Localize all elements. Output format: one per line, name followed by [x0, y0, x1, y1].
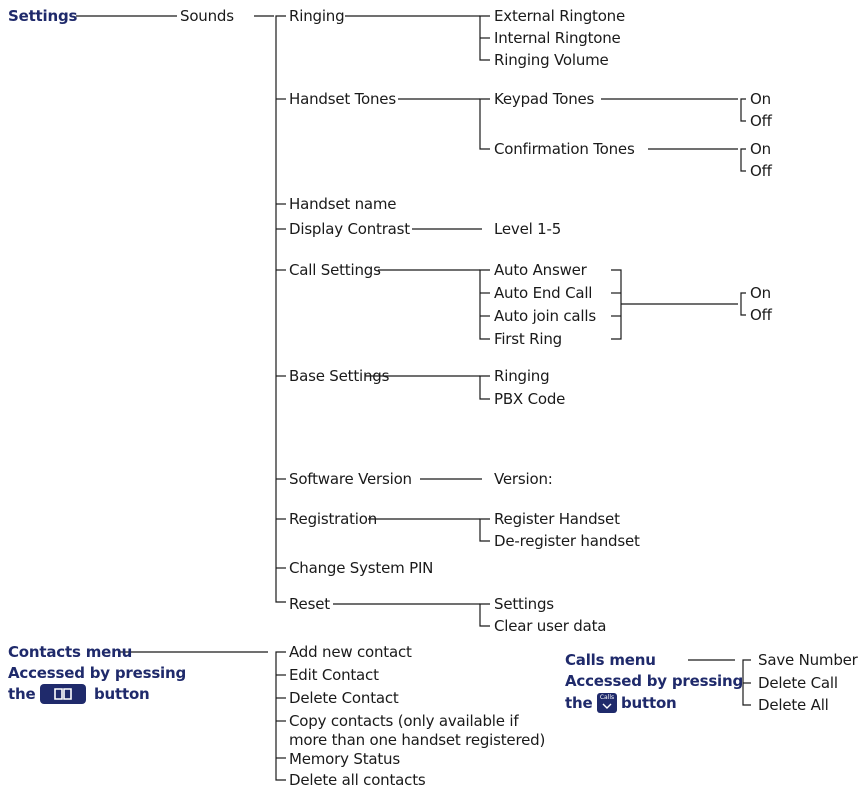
auto-join-calls-label: Auto join calls — [494, 307, 596, 325]
call-settings-on-label: On — [750, 284, 771, 302]
base-ringing-label: Ringing — [494, 367, 550, 385]
confirmation-off-label: Off — [750, 162, 772, 180]
call-settings-label: Call Settings — [289, 261, 381, 279]
software-version-label: Software Version — [289, 470, 412, 488]
call-settings-off-label: Off — [750, 306, 772, 324]
contact-item-edit: Edit Contact — [289, 666, 379, 684]
contacts-accessed-text: Accessed by pressing — [8, 664, 187, 682]
ringing-label: Ringing — [289, 7, 345, 25]
contacts-the-text: the — [8, 685, 36, 703]
sounds-label: Sounds — [180, 7, 234, 25]
version-label: Version: — [494, 470, 553, 488]
call-item-save-number: Save Number — [758, 651, 858, 669]
clear-user-data-label: Clear user data — [494, 617, 607, 635]
contact-item-copy: Copy contacts (only available if — [289, 712, 519, 730]
contacts-menu-title: Contacts menu — [8, 643, 133, 661]
external-ringtone-label: External Ringtone — [494, 7, 626, 25]
register-handset-label: Register Handset — [494, 510, 620, 528]
contact-item-delete: Delete Contact — [289, 689, 399, 707]
book-icon — [54, 688, 72, 700]
calls-accessed-text: Accessed by pressing — [565, 672, 744, 690]
confirmation-tones-label: Confirmation Tones — [494, 140, 635, 158]
confirmation-on-label: On — [750, 140, 771, 158]
keypad-tones-label: Keypad Tones — [494, 90, 595, 108]
keypad-off-label: Off — [750, 112, 772, 130]
display-contrast-label: Display Contrast — [289, 220, 410, 238]
pbx-code-label: PBX Code — [494, 390, 566, 408]
deregister-handset-label: De-register handset — [494, 532, 640, 550]
handset-tones-label: Handset Tones — [289, 90, 396, 108]
reset-label: Reset — [289, 595, 330, 613]
calls-icon-label: Calls — [599, 694, 615, 701]
chevron-down-icon — [602, 703, 612, 709]
contact-item-memory: Memory Status — [289, 750, 400, 768]
auto-answer-label: Auto Answer — [494, 261, 587, 279]
calls-menu-title: Calls menu — [565, 651, 656, 669]
calls-button-text: button — [621, 694, 677, 712]
contact-item-delete-all: Delete all contacts — [289, 771, 426, 789]
keypad-on-label: On — [750, 90, 771, 108]
handset-name-label: Handset name — [289, 195, 397, 213]
call-item-delete-call: Delete Call — [758, 674, 838, 692]
calls-button: Calls — [597, 693, 617, 713]
change-pin-label: Change System PIN — [289, 559, 434, 577]
registration-label: Registration — [289, 510, 378, 528]
call-item-delete-all: Delete All — [758, 696, 829, 714]
auto-end-call-label: Auto End Call — [494, 284, 593, 302]
settings-title: Settings — [8, 7, 78, 25]
ringing-volume-label: Ringing Volume — [494, 51, 609, 69]
first-ring-label: First Ring — [494, 330, 562, 348]
contact-item-add: Add new contact — [289, 643, 412, 661]
internal-ringtone-label: Internal Ringtone — [494, 29, 621, 47]
calls-the-text: the — [565, 694, 593, 712]
reset-settings-label: Settings — [494, 595, 554, 613]
contact-item-copy-cont: more than one handset registered) — [289, 731, 546, 749]
base-settings-label: Base Settings — [289, 367, 390, 385]
level-label: Level 1-5 — [494, 220, 562, 238]
contacts-button-text: button — [94, 685, 150, 703]
contacts-book-button — [40, 684, 86, 704]
